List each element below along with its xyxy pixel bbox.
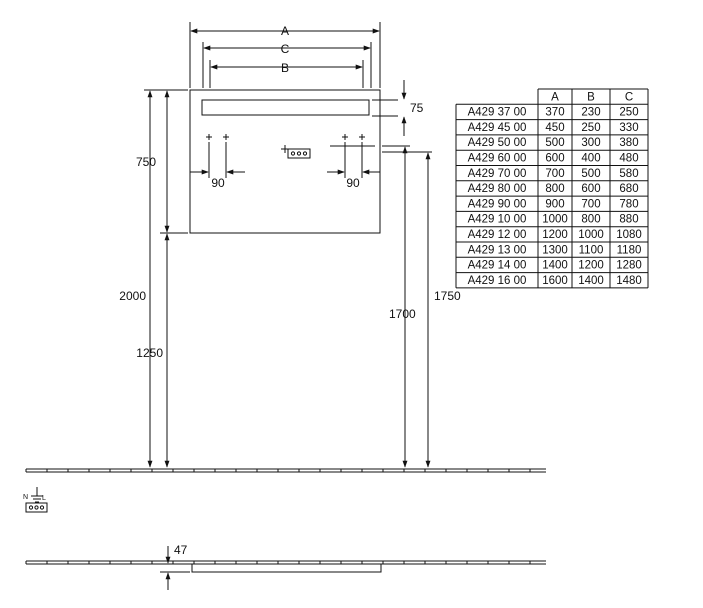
cabinet-section <box>191 563 382 573</box>
table-model-cell: A429 80 00 <box>468 183 527 195</box>
floor-tiles-front <box>25 469 531 472</box>
label-socket-offset-right: 90 <box>346 176 360 190</box>
svg-text:L: L <box>42 495 46 502</box>
table-value-cell: 300 <box>581 137 600 149</box>
table-value-cell: 800 <box>545 183 564 195</box>
table-value-cell: 330 <box>619 122 638 134</box>
table-value-cell: 1000 <box>578 229 604 241</box>
ground-terminal-icon: N L <box>23 487 48 513</box>
table-value-cell: 880 <box>619 214 638 226</box>
table-value-cell: 500 <box>545 137 564 149</box>
table-header-cell: C <box>625 91 633 103</box>
label-light-height: 75 <box>410 101 424 115</box>
table-model-cell: A429 13 00 <box>468 244 527 256</box>
table-value-cell: 250 <box>581 122 600 134</box>
table-value-cell: 1200 <box>542 229 568 241</box>
table-value-cell: 1100 <box>579 244 604 256</box>
table-value-cell: 480 <box>619 153 638 165</box>
table-model-cell: A429 45 00 <box>468 122 527 134</box>
table-header-cell: B <box>587 91 595 103</box>
table-value-cell: 370 <box>545 107 564 119</box>
table-model-cell: A429 90 00 <box>468 198 527 210</box>
cabinet-outline <box>189 89 381 234</box>
floor-tiles-section <box>25 561 531 564</box>
table-value-cell: 1200 <box>578 260 604 272</box>
label-a: A <box>281 24 289 38</box>
table-header-cell: A <box>551 91 559 103</box>
table-value-cell: 1600 <box>542 275 568 287</box>
label-c: C <box>281 42 290 56</box>
table-value-cell: 1180 <box>617 244 642 256</box>
label-bottom-height: 1250 <box>136 346 163 360</box>
electrical-socket-icon <box>281 145 311 159</box>
table-value-cell: 500 <box>581 168 600 180</box>
table-value-cell: 700 <box>581 198 600 210</box>
table-value-cell: 230 <box>581 107 600 119</box>
label-total-height: 2000 <box>119 289 146 303</box>
table-value-cell: 450 <box>545 122 564 134</box>
label-height-1700: 1700 <box>389 307 416 321</box>
table-value-cell: 1300 <box>542 244 568 256</box>
light-strip <box>201 99 370 116</box>
table-value-cell: 1400 <box>578 275 604 287</box>
table-model-cell: A429 14 00 <box>468 260 527 272</box>
table-value-cell: 1080 <box>616 229 642 241</box>
table-value-cell: 900 <box>545 198 564 210</box>
table-value-cell: 700 <box>545 168 564 180</box>
label-cabinet-height: 750 <box>136 155 156 169</box>
table-model-cell: A429 70 00 <box>468 168 527 180</box>
table-value-cell: 680 <box>619 183 638 195</box>
svg-text:N: N <box>23 494 28 501</box>
table-value-cell: 780 <box>619 198 638 210</box>
table-model-cell: A429 10 00 <box>468 214 527 226</box>
table-value-cell: 400 <box>581 153 600 165</box>
table-model-cell: A429 16 00 <box>468 275 527 287</box>
table-value-cell: 600 <box>581 183 600 195</box>
table-value-cell: 1280 <box>616 260 642 272</box>
table-value-cell: 800 <box>581 214 600 226</box>
table-value-cell: 1480 <box>616 275 642 287</box>
table-value-cell: 580 <box>619 168 638 180</box>
table-model-cell: A429 60 00 <box>468 153 527 165</box>
label-b: B <box>281 61 289 75</box>
table-value-cell: 380 <box>619 137 638 149</box>
table-model-cell: A429 37 00 <box>468 107 527 119</box>
label-depth: 47 <box>174 543 188 557</box>
label-socket-offset-left: 90 <box>211 176 225 190</box>
table-model-cell: A429 50 00 <box>468 137 527 149</box>
table-value-cell: 250 <box>619 107 638 119</box>
table-model-cell: A429 12 00 <box>468 229 527 241</box>
label-height-1750: 1750 <box>434 289 461 303</box>
table-value-cell: 1000 <box>542 214 568 226</box>
table-value-cell: 1400 <box>542 260 568 272</box>
table-value-cell: 600 <box>545 153 564 165</box>
